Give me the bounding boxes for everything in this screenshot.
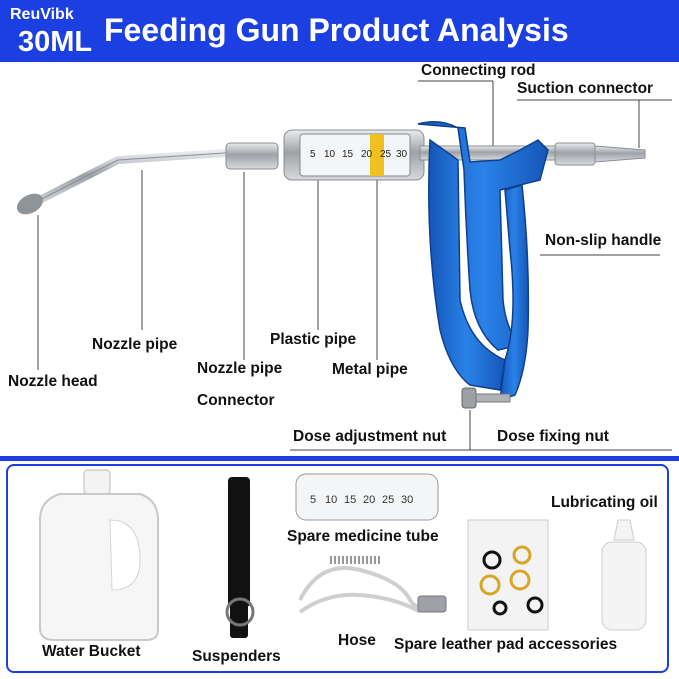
label-spare-medicine-tube: Spare medicine tube	[287, 528, 439, 545]
tube-scale-mark: 20	[363, 494, 375, 506]
brand-name: ReuVibk	[10, 6, 74, 23]
scale-mark: 25	[380, 149, 392, 160]
scale-mark: 15	[342, 149, 354, 160]
scale-mark: 5	[310, 149, 316, 160]
label-spare-leather-pad: Spare leather pad accessories	[394, 636, 618, 653]
label-hose: Hose	[338, 632, 376, 649]
label-nozzle-pipe-connector-1: Nozzle pipe	[197, 360, 283, 377]
label-nozzle-pipe-connector-2: Connector	[197, 392, 275, 409]
spare-pads-shape	[467, 519, 549, 631]
label-nozzle-pipe: Nozzle pipe	[92, 336, 178, 353]
leader-lines	[37, 80, 672, 451]
label-plastic-pipe: Plastic pipe	[270, 331, 357, 348]
scale-mark: 30	[396, 149, 408, 160]
accessories-frame	[6, 464, 669, 673]
spare-tube-shape: 5 10 15 20 25 30	[295, 473, 439, 521]
page-title: Feeding Gun Product Analysis	[104, 12, 569, 48]
capacity-label: 30ML	[18, 26, 93, 58]
water-bucket-shape	[39, 469, 159, 641]
tube-scale-mark: 10	[325, 494, 337, 506]
scale-mark: 10	[324, 149, 336, 160]
header-banner: ReuVibk 30ML Feeding Gun Product Analysi…	[0, 0, 679, 62]
label-metal-pipe: Metal pipe	[332, 361, 408, 378]
section-divider	[0, 456, 679, 461]
label-dose-fixing-nut: Dose fixing nut	[497, 428, 609, 445]
nozzle-head-shape	[16, 193, 44, 215]
label-dose-adjustment-nut: Dose adjustment nut	[293, 428, 447, 445]
tube-scale-mark: 30	[401, 494, 413, 506]
tube-scale-mark: 25	[382, 494, 394, 506]
hose-shape	[298, 556, 447, 614]
handle-shape	[417, 121, 549, 351]
tube-scale-mark: 5	[310, 494, 316, 506]
label-suction-connector: Suction connector	[517, 80, 654, 97]
label-lubricating-oil: Lubricating oil	[551, 494, 658, 511]
barrel-scale: 5 10 15 20 25 30	[310, 149, 408, 160]
label-connecting-rod: Connecting rod	[421, 62, 536, 79]
nozzle-connector-shape	[225, 142, 279, 170]
label-water-bucket: Water Bucket	[42, 643, 141, 660]
label-non-slip-handle: Non-slip handle	[545, 232, 662, 249]
scale-mark: 20	[361, 149, 373, 160]
label-suspenders: Suspenders	[192, 648, 281, 665]
suspenders-shape	[225, 477, 255, 638]
label-nozzle-head: Nozzle head	[8, 373, 98, 390]
tube-scale-mark: 15	[344, 494, 356, 506]
oil-bottle-shape	[601, 519, 647, 631]
